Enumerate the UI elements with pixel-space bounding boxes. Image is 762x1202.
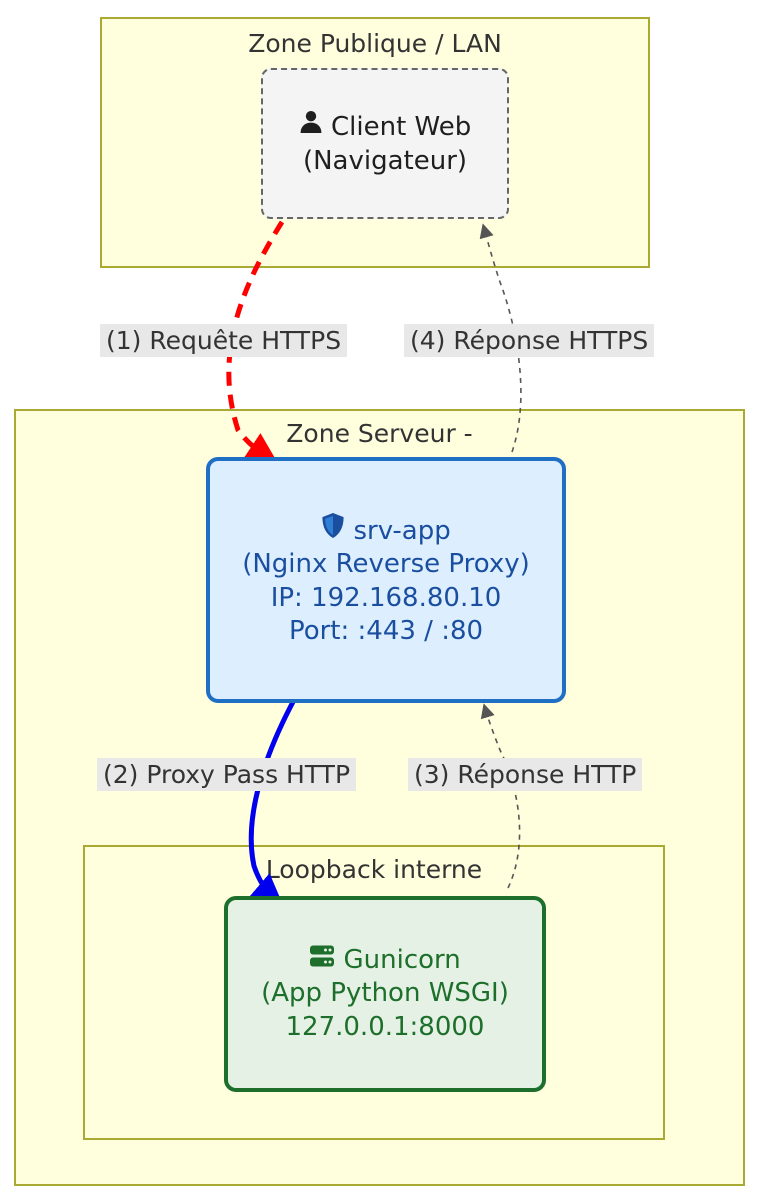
zone-publique-title: Zone Publique / LAN xyxy=(248,29,502,58)
edge-label-response-http: (3) Réponse HTTP xyxy=(408,758,643,791)
node-gunicorn[interactable]: Gunicorn (App Python WSGI) 127.0.0.1:800… xyxy=(224,896,546,1092)
edge-label-proxy-pass-http: (2) Proxy Pass HTTP xyxy=(97,758,357,791)
gunicorn-role: (App Python WSGI) xyxy=(261,978,509,1009)
client-title-row: Client Web xyxy=(299,109,472,144)
zone-serveur-title: Zone Serveur - xyxy=(286,419,473,448)
srv-app-role: (Nginx Reverse Proxy) xyxy=(242,549,530,580)
zone-publique-lan: Zone Publique / LAN xyxy=(100,17,650,268)
srv-app-ip: IP: 192.168.80.10 xyxy=(270,582,502,613)
node-srv-app[interactable]: srv-app (Nginx Reverse Proxy) IP: 192.16… xyxy=(206,457,566,703)
user-icon xyxy=(299,109,323,135)
gunicorn-address: 127.0.0.1:8000 xyxy=(285,1011,485,1042)
gunicorn-title-row: Gunicorn xyxy=(309,944,461,977)
edge-label-response-https: (4) Réponse HTTPS xyxy=(404,324,655,357)
node-client-web[interactable]: Client Web (Navigateur) xyxy=(261,68,509,219)
shield-icon xyxy=(321,512,345,539)
client-web-subtitle: (Navigateur) xyxy=(302,145,468,176)
edge-label-request-https: (1) Requête HTTPS xyxy=(100,324,348,357)
client-web-label: Client Web xyxy=(331,112,472,143)
srv-app-ports: Port: :443 / :80 xyxy=(288,615,484,646)
server-icon xyxy=(309,944,335,968)
zone-loopback-title: Loopback interne xyxy=(265,855,483,884)
srv-app-label: srv-app xyxy=(353,516,451,547)
gunicorn-label: Gunicorn xyxy=(343,945,461,976)
srv-app-title-row: srv-app xyxy=(321,512,451,548)
